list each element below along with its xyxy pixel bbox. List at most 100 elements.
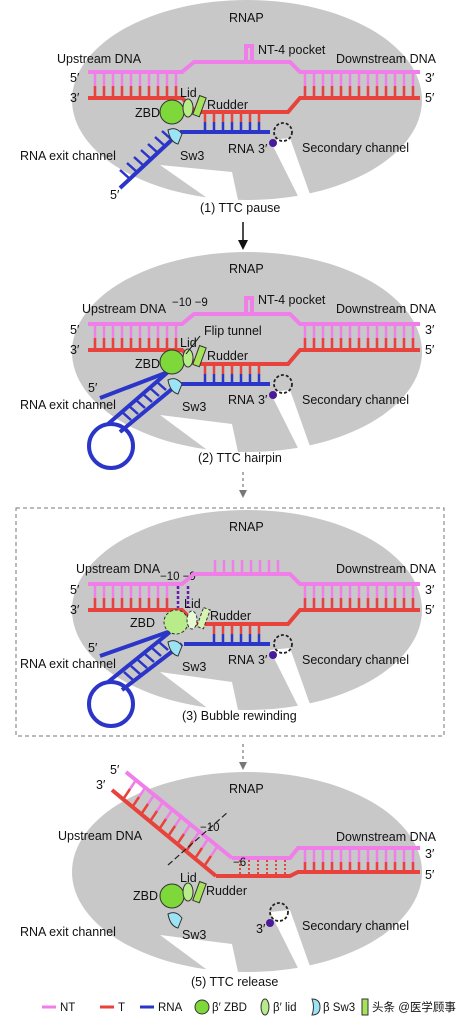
zbd-label: ZBD bbox=[130, 616, 155, 630]
rna-hairpin-stem-b bbox=[106, 370, 170, 426]
secondary-channel-label: Secondary channel bbox=[302, 919, 409, 933]
nucleotide-dot bbox=[266, 919, 274, 927]
nt-strand-top-rungs bbox=[213, 560, 280, 574]
zbd-circle-dashed bbox=[163, 609, 189, 635]
rewinding-dashed-pairs bbox=[176, 586, 190, 608]
rnap-bottom-notch bbox=[160, 415, 238, 452]
rnap-label: RNAP bbox=[229, 520, 264, 534]
downstream-base-pairs bbox=[303, 850, 415, 872]
minus10-label: −10 bbox=[200, 822, 220, 834]
active-site-dotted bbox=[269, 902, 289, 922]
hybrid-t-rungs bbox=[203, 112, 261, 122]
nt4-pocket-bump bbox=[244, 296, 254, 314]
secondary-channel-label: Secondary channel bbox=[302, 393, 409, 407]
downstream-dna-label: Downstream DNA bbox=[336, 302, 437, 316]
secondary-channel-label: Secondary channel bbox=[302, 653, 409, 667]
sw3-label: Sw3 bbox=[180, 149, 204, 163]
hybrid-t-rungs bbox=[212, 624, 261, 634]
nucleotide-dot bbox=[269, 651, 277, 659]
caption-bubble-rewinding: (3) Bubble rewinding bbox=[182, 709, 297, 723]
rna-3prime: 3′ bbox=[256, 922, 266, 936]
legend-zbd-label: β′ ZBD bbox=[212, 1002, 247, 1014]
rudder-shape bbox=[192, 880, 207, 904]
rnap-body bbox=[72, 772, 422, 972]
arrow-rewinding-to-release bbox=[239, 744, 247, 770]
upstream-dna-label: Upstream DNA bbox=[76, 562, 161, 576]
lid-shape bbox=[182, 98, 194, 118]
released-nt-strand bbox=[124, 770, 234, 860]
rna-hairpin-loop bbox=[87, 680, 135, 728]
nt-3prime: 3′ bbox=[425, 323, 435, 337]
zbd-label: ZBD bbox=[135, 357, 160, 371]
nt-strand bbox=[88, 312, 420, 326]
rna-hybrid-rungs bbox=[212, 634, 261, 644]
rnap-label: RNAP bbox=[229, 11, 264, 25]
released-pairs-nt bbox=[128, 779, 219, 857]
rna-label: RNA bbox=[228, 142, 255, 156]
downstream-dna-label: Downstream DNA bbox=[336, 52, 437, 66]
sw3-label: Sw3 bbox=[182, 660, 206, 674]
rna-5prime: 5′ bbox=[88, 381, 98, 395]
rnap-label: RNAP bbox=[229, 262, 264, 276]
rna-hairpin-loop bbox=[87, 422, 135, 470]
exit-channel-label: RNA exit channel bbox=[20, 925, 116, 939]
t-5prime: 5′ bbox=[425, 868, 435, 882]
secondary-channel-label: Secondary channel bbox=[302, 141, 409, 155]
lid-shape-dashed bbox=[186, 610, 198, 630]
rudder-label: Rudder bbox=[207, 98, 248, 112]
nt-3prime: 3′ bbox=[425, 847, 435, 861]
minus10-9-label: −10 −9 bbox=[172, 297, 208, 309]
panel-ttc-hairpin: RNAP Upstream DNA Downstream DNA NT-4 po… bbox=[20, 252, 437, 470]
zbd-label: ZBD bbox=[135, 106, 160, 120]
zbd-circle bbox=[159, 349, 185, 375]
upstream-dna-label: Upstream DNA bbox=[57, 52, 142, 66]
lid-shape bbox=[182, 882, 194, 902]
zbd-label: ZBD bbox=[133, 889, 158, 903]
t-3prime: 3′ bbox=[96, 778, 106, 792]
legend-lid-label: β′ lid bbox=[273, 1002, 296, 1014]
rnap-label: RNAP bbox=[229, 782, 264, 796]
rna-hairpin-stem-a bbox=[118, 382, 180, 434]
nt4-pocket-label: NT-4 pocket bbox=[258, 293, 326, 307]
legend-rna-label: RNA bbox=[158, 1002, 183, 1014]
nt-3prime: 3′ bbox=[425, 583, 435, 597]
upstream-base-pairs bbox=[93, 586, 169, 608]
rna-5prime-tail bbox=[99, 370, 169, 400]
sw3-label: Sw3 bbox=[182, 400, 206, 414]
rna-hybrid-rungs bbox=[203, 374, 261, 384]
rudder-label: Rudder bbox=[206, 884, 247, 898]
rnap-body bbox=[72, 252, 422, 452]
rna-hairpin-rungs bbox=[121, 381, 167, 421]
upstream-base-pairs bbox=[93, 326, 178, 348]
rna-label: RNA bbox=[228, 653, 255, 667]
rnap-bottom-notch bbox=[160, 165, 238, 200]
exit-channel-label: RNA exit channel bbox=[20, 149, 116, 163]
rna-hairpin-rungs bbox=[123, 641, 169, 681]
nt-strand bbox=[88, 60, 420, 74]
rna-hybrid-rungs bbox=[203, 122, 261, 132]
zbd-circle bbox=[159, 99, 185, 125]
rna-5prime: 5′ bbox=[88, 641, 98, 655]
nt-5prime: 5′ bbox=[70, 583, 80, 597]
upstream-dna-label: Upstream DNA bbox=[58, 829, 143, 843]
t-3prime: 3′ bbox=[70, 91, 80, 105]
rnap-bottom-notch bbox=[160, 935, 238, 972]
cut-line-dashed bbox=[167, 811, 229, 866]
released-t-strand bbox=[110, 788, 218, 878]
rna-exit-rungs bbox=[119, 130, 173, 180]
caption-ttc-hairpin: (2) TTC hairpin bbox=[198, 451, 282, 465]
legend-sw3-label: β Sw3 bbox=[323, 1002, 355, 1014]
legend-zbd-swatch bbox=[194, 999, 210, 1015]
panel-ttc-pause: RNAP Upstream DNA Downstream DNA NT-4 po… bbox=[20, 0, 437, 215]
lid-shape bbox=[182, 348, 194, 368]
rna-3prime: 3′ bbox=[258, 653, 268, 667]
sw3-shape bbox=[167, 640, 183, 657]
caption-ttc-pause: (1) TTC pause bbox=[200, 201, 280, 215]
active-site-dotted bbox=[273, 634, 293, 654]
nt-5prime: 5′ bbox=[70, 323, 80, 337]
rudder-label: Rudder bbox=[207, 349, 248, 363]
panel-bubble-rewinding: RNAP Upstream DNA Downstream DNA −10 −9 … bbox=[15, 507, 445, 737]
rna-3prime: 3′ bbox=[258, 142, 268, 156]
t-5prime: 5′ bbox=[425, 603, 435, 617]
